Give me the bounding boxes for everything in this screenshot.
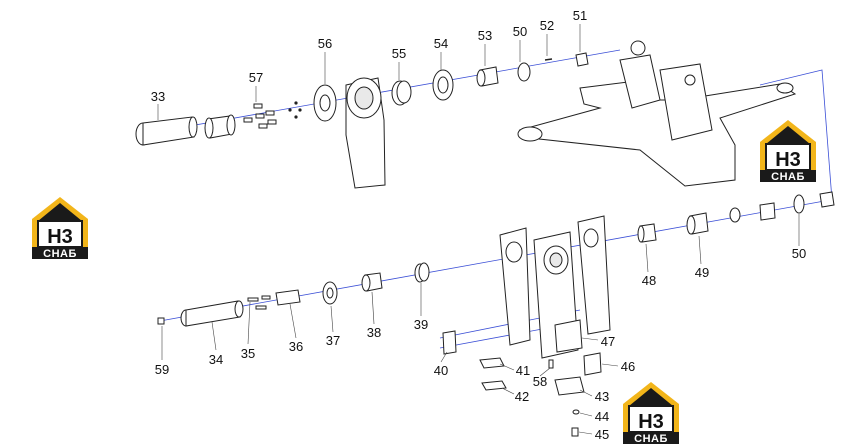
- label-53: 53: [478, 28, 492, 43]
- label-58: 58: [533, 374, 547, 389]
- part-59-screw: [157, 317, 165, 325]
- part-39-ring: [414, 262, 430, 283]
- label-40: 40: [434, 363, 448, 378]
- part-43-block: [554, 376, 585, 396]
- label-42: 42: [515, 389, 529, 404]
- label-47: 47: [601, 334, 615, 349]
- label-37: 37: [326, 333, 340, 348]
- part-33-pin: [135, 116, 198, 146]
- part-46-hinge: [583, 352, 602, 376]
- label-50-lower: 50: [792, 246, 806, 261]
- label-44: 44: [595, 409, 609, 424]
- part-50-washer-upper: [517, 62, 531, 82]
- part-51-nut: [575, 52, 589, 67]
- svg-text:H3: H3: [638, 411, 664, 433]
- label-38: 38: [367, 325, 381, 340]
- label-48: 48: [642, 273, 656, 288]
- part-34-shaft: [180, 300, 244, 327]
- label-34: 34: [209, 352, 223, 367]
- part-41-pad: [479, 357, 505, 369]
- logo-watermark-right: H3 СНАБ: [759, 119, 817, 183]
- part-52-pin: [544, 58, 553, 61]
- svg-text:H3: H3: [775, 149, 801, 171]
- label-55: 55: [392, 46, 406, 61]
- svg-text:H3: H3: [47, 226, 73, 248]
- label-41: 41: [516, 363, 530, 378]
- label-33: 33: [151, 89, 165, 104]
- label-50-upper: 50: [513, 24, 527, 39]
- part-35-bolts: [247, 295, 271, 310]
- part-53-bushing: [476, 66, 499, 87]
- part-42-pad: [481, 380, 507, 391]
- label-49: 49: [695, 265, 709, 280]
- part-57-bolts: [243, 101, 302, 129]
- right-stack-parts: [637, 191, 835, 243]
- label-56: 56: [318, 36, 332, 51]
- label-52: 52: [540, 18, 554, 33]
- part-33-sleeve: [204, 114, 236, 139]
- logo-watermark-bottom: H3 СНАБ: [622, 381, 680, 445]
- leader-lines: [157, 24, 800, 435]
- lower-bracket-assembly: [499, 215, 611, 359]
- part-38-bushing: [361, 272, 383, 292]
- part-58-pin: [548, 359, 554, 369]
- part-47-plate: [554, 319, 583, 353]
- part-55-ring: [391, 80, 412, 106]
- label-43: 43: [595, 389, 609, 404]
- part-56-flange: [313, 84, 337, 122]
- label-46: 46: [621, 359, 635, 374]
- label-54: 54: [434, 36, 448, 51]
- label-36: 36: [289, 339, 303, 354]
- logo-watermark-left: H3 СНАБ: [31, 196, 89, 260]
- label-39: 39: [414, 317, 428, 332]
- label-45: 45: [595, 427, 609, 442]
- upper-frame: [517, 40, 797, 187]
- label-51: 51: [573, 8, 587, 23]
- part-40-bracket: [442, 330, 457, 355]
- svg-text:СНАБ: СНАБ: [43, 248, 77, 260]
- upper-lever-arm: [345, 77, 386, 189]
- svg-text:СНАБ: СНАБ: [771, 171, 805, 183]
- svg-text:СНАБ: СНАБ: [634, 433, 668, 445]
- part-44-washer: [572, 409, 580, 415]
- part-45-bolt: [571, 427, 579, 437]
- label-35: 35: [241, 346, 255, 361]
- connector-axis: [759, 69, 833, 201]
- part-36-plate: [275, 289, 301, 306]
- part-37-washer: [322, 281, 338, 305]
- label-57: 57: [249, 70, 263, 85]
- part-labels: 33 57 56 55 54 53 50 52 51 48 49 50 59 3…: [151, 8, 806, 442]
- label-59: 59: [155, 362, 169, 377]
- part-54-bearing: [432, 69, 454, 101]
- lower-axis: [159, 199, 831, 322]
